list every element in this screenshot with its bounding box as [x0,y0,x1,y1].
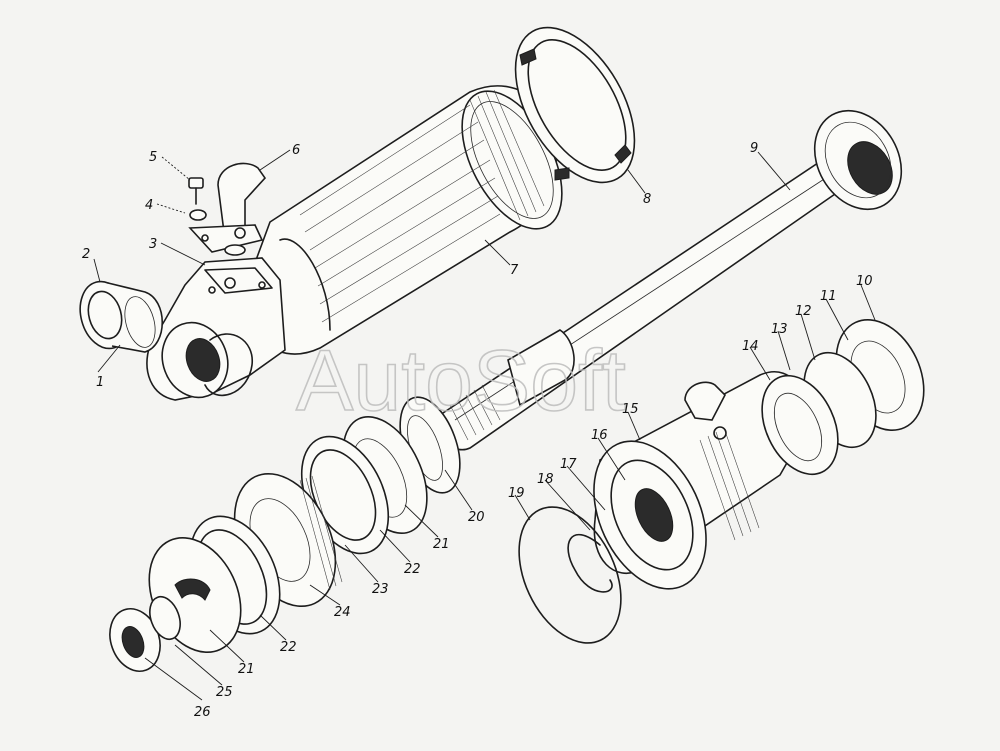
callout-5: 5 [149,150,157,165]
callout-labels: 1 2 3 4 5 6 7 8 9 10 11 12 13 14 15 16 1… [82,141,873,720]
callout-9: 9 [750,141,758,156]
callout-24: 24 [334,605,351,620]
cylinder-barrel [244,85,563,355]
callout-26: 26 [194,705,211,720]
cylinder-bottom-head [146,257,286,401]
callout-12: 12 [795,304,812,319]
callout-22-upper: 22 [404,562,421,577]
watermark: AutoSoft [296,333,626,429]
callout-20: 20 [468,510,485,525]
bushing [79,280,164,353]
leader-lines [93,149,876,701]
callout-22-lower: 22 [280,640,297,655]
callout-18: 18 [537,472,554,487]
callout-8: 8 [643,192,651,207]
callout-21-lower: 21 [238,662,255,677]
bolt [188,177,207,221]
callout-25: 25 [216,685,233,700]
callout-10: 10 [856,274,873,289]
callout-15: 15 [622,402,639,417]
callout-21-upper: 21 [433,537,450,552]
callout-17: 17 [560,457,577,472]
callout-7: 7 [510,263,519,278]
callout-1: 1 [96,375,104,390]
callout-19: 19 [508,486,525,501]
rod-wiper-rings [761,318,925,476]
callout-14: 14 [742,339,759,354]
elbow-fitting [188,162,267,256]
callout-13: 13 [771,322,788,337]
callout-6: 6 [292,143,300,158]
callout-23: 23 [372,582,389,597]
callout-2: 2 [82,247,90,262]
callout-11: 11 [820,289,837,304]
piston-nut [109,595,181,672]
rod-end-head [593,371,806,590]
callout-4: 4 [145,198,153,213]
eye-snap-ring [204,333,253,397]
gland-nut [514,26,636,184]
snap-ring [567,533,613,593]
callout-16: 16 [591,428,608,443]
callout-3: 3 [149,237,157,252]
o-ring [518,506,622,644]
